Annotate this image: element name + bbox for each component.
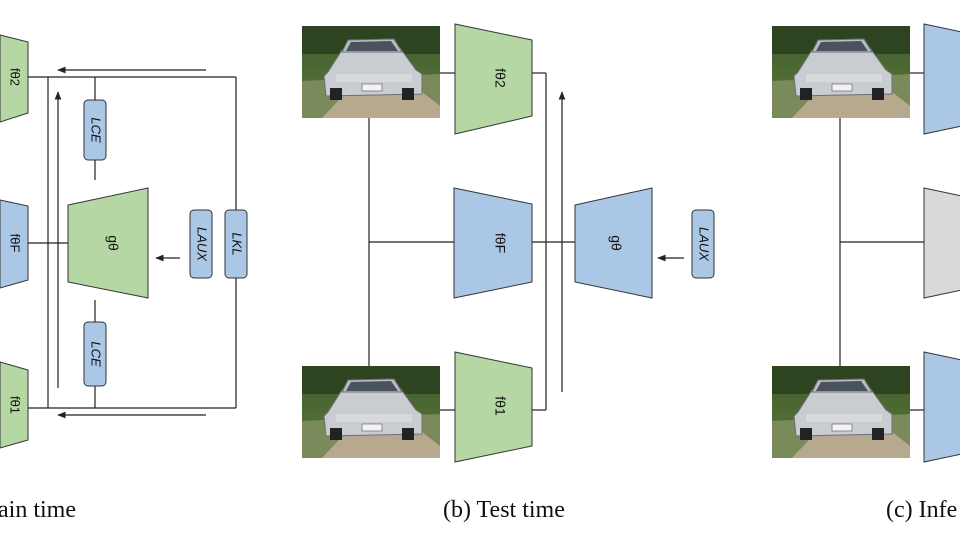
encoder-top-label: fθ2 [492, 68, 508, 88]
loss-kl-label: LKL [230, 232, 245, 255]
encoder-top-shape [0, 34, 29, 123]
loss-kl-box [224, 209, 248, 279]
encoder-bottom-shape [0, 361, 29, 449]
encoder-bottom-shape [454, 351, 533, 463]
encoder-mid-shape [453, 187, 533, 299]
caption-panel-b: (b) Test time [443, 497, 565, 523]
encoder-mid-shape [923, 187, 960, 299]
encoder-bottom-label: fθ1 [8, 396, 23, 414]
loss-ce-top-box [83, 99, 107, 161]
caption-panel-a: ain time [0, 497, 76, 523]
generator-shape [67, 187, 149, 299]
encoder-mid-label: fθF [492, 233, 508, 253]
encoder-mid-label: fθF [8, 234, 23, 253]
car-photo-icon [771, 25, 911, 119]
panel-c [771, 23, 960, 463]
encoder-top-shape [454, 23, 533, 135]
caption-panel-c: (c) Infe [886, 497, 958, 523]
car-photo-icon [301, 25, 441, 119]
generator-label: gθ [608, 235, 624, 251]
panel-a: fθ2 fθF fθ1 gθ LCE LCE LAUX LKL [0, 34, 248, 449]
loss-aux-label: LAUX [195, 227, 210, 262]
panel-b: fθ2 fθF fθ1 gθ LAUX [301, 23, 715, 463]
generator-shape [574, 187, 653, 299]
encoder-top-shape [923, 23, 960, 135]
encoder-bottom-shape [923, 351, 960, 463]
car-photo-icon [771, 365, 911, 459]
encoder-top-label: fθ2 [8, 68, 23, 86]
car-photo-icon [301, 365, 441, 459]
loss-aux-box [691, 209, 715, 279]
loss-aux-box [189, 209, 213, 279]
generator-label: gθ [105, 235, 121, 251]
loss-aux-label: LAUX [697, 227, 712, 262]
encoder-bottom-label: fθ1 [492, 396, 508, 416]
loss-ce-top-label: LCE [89, 117, 104, 143]
loss-ce-bottom-box [83, 321, 107, 387]
loss-ce-bottom-label: LCE [89, 341, 104, 367]
encoder-mid-shape [0, 199, 29, 289]
